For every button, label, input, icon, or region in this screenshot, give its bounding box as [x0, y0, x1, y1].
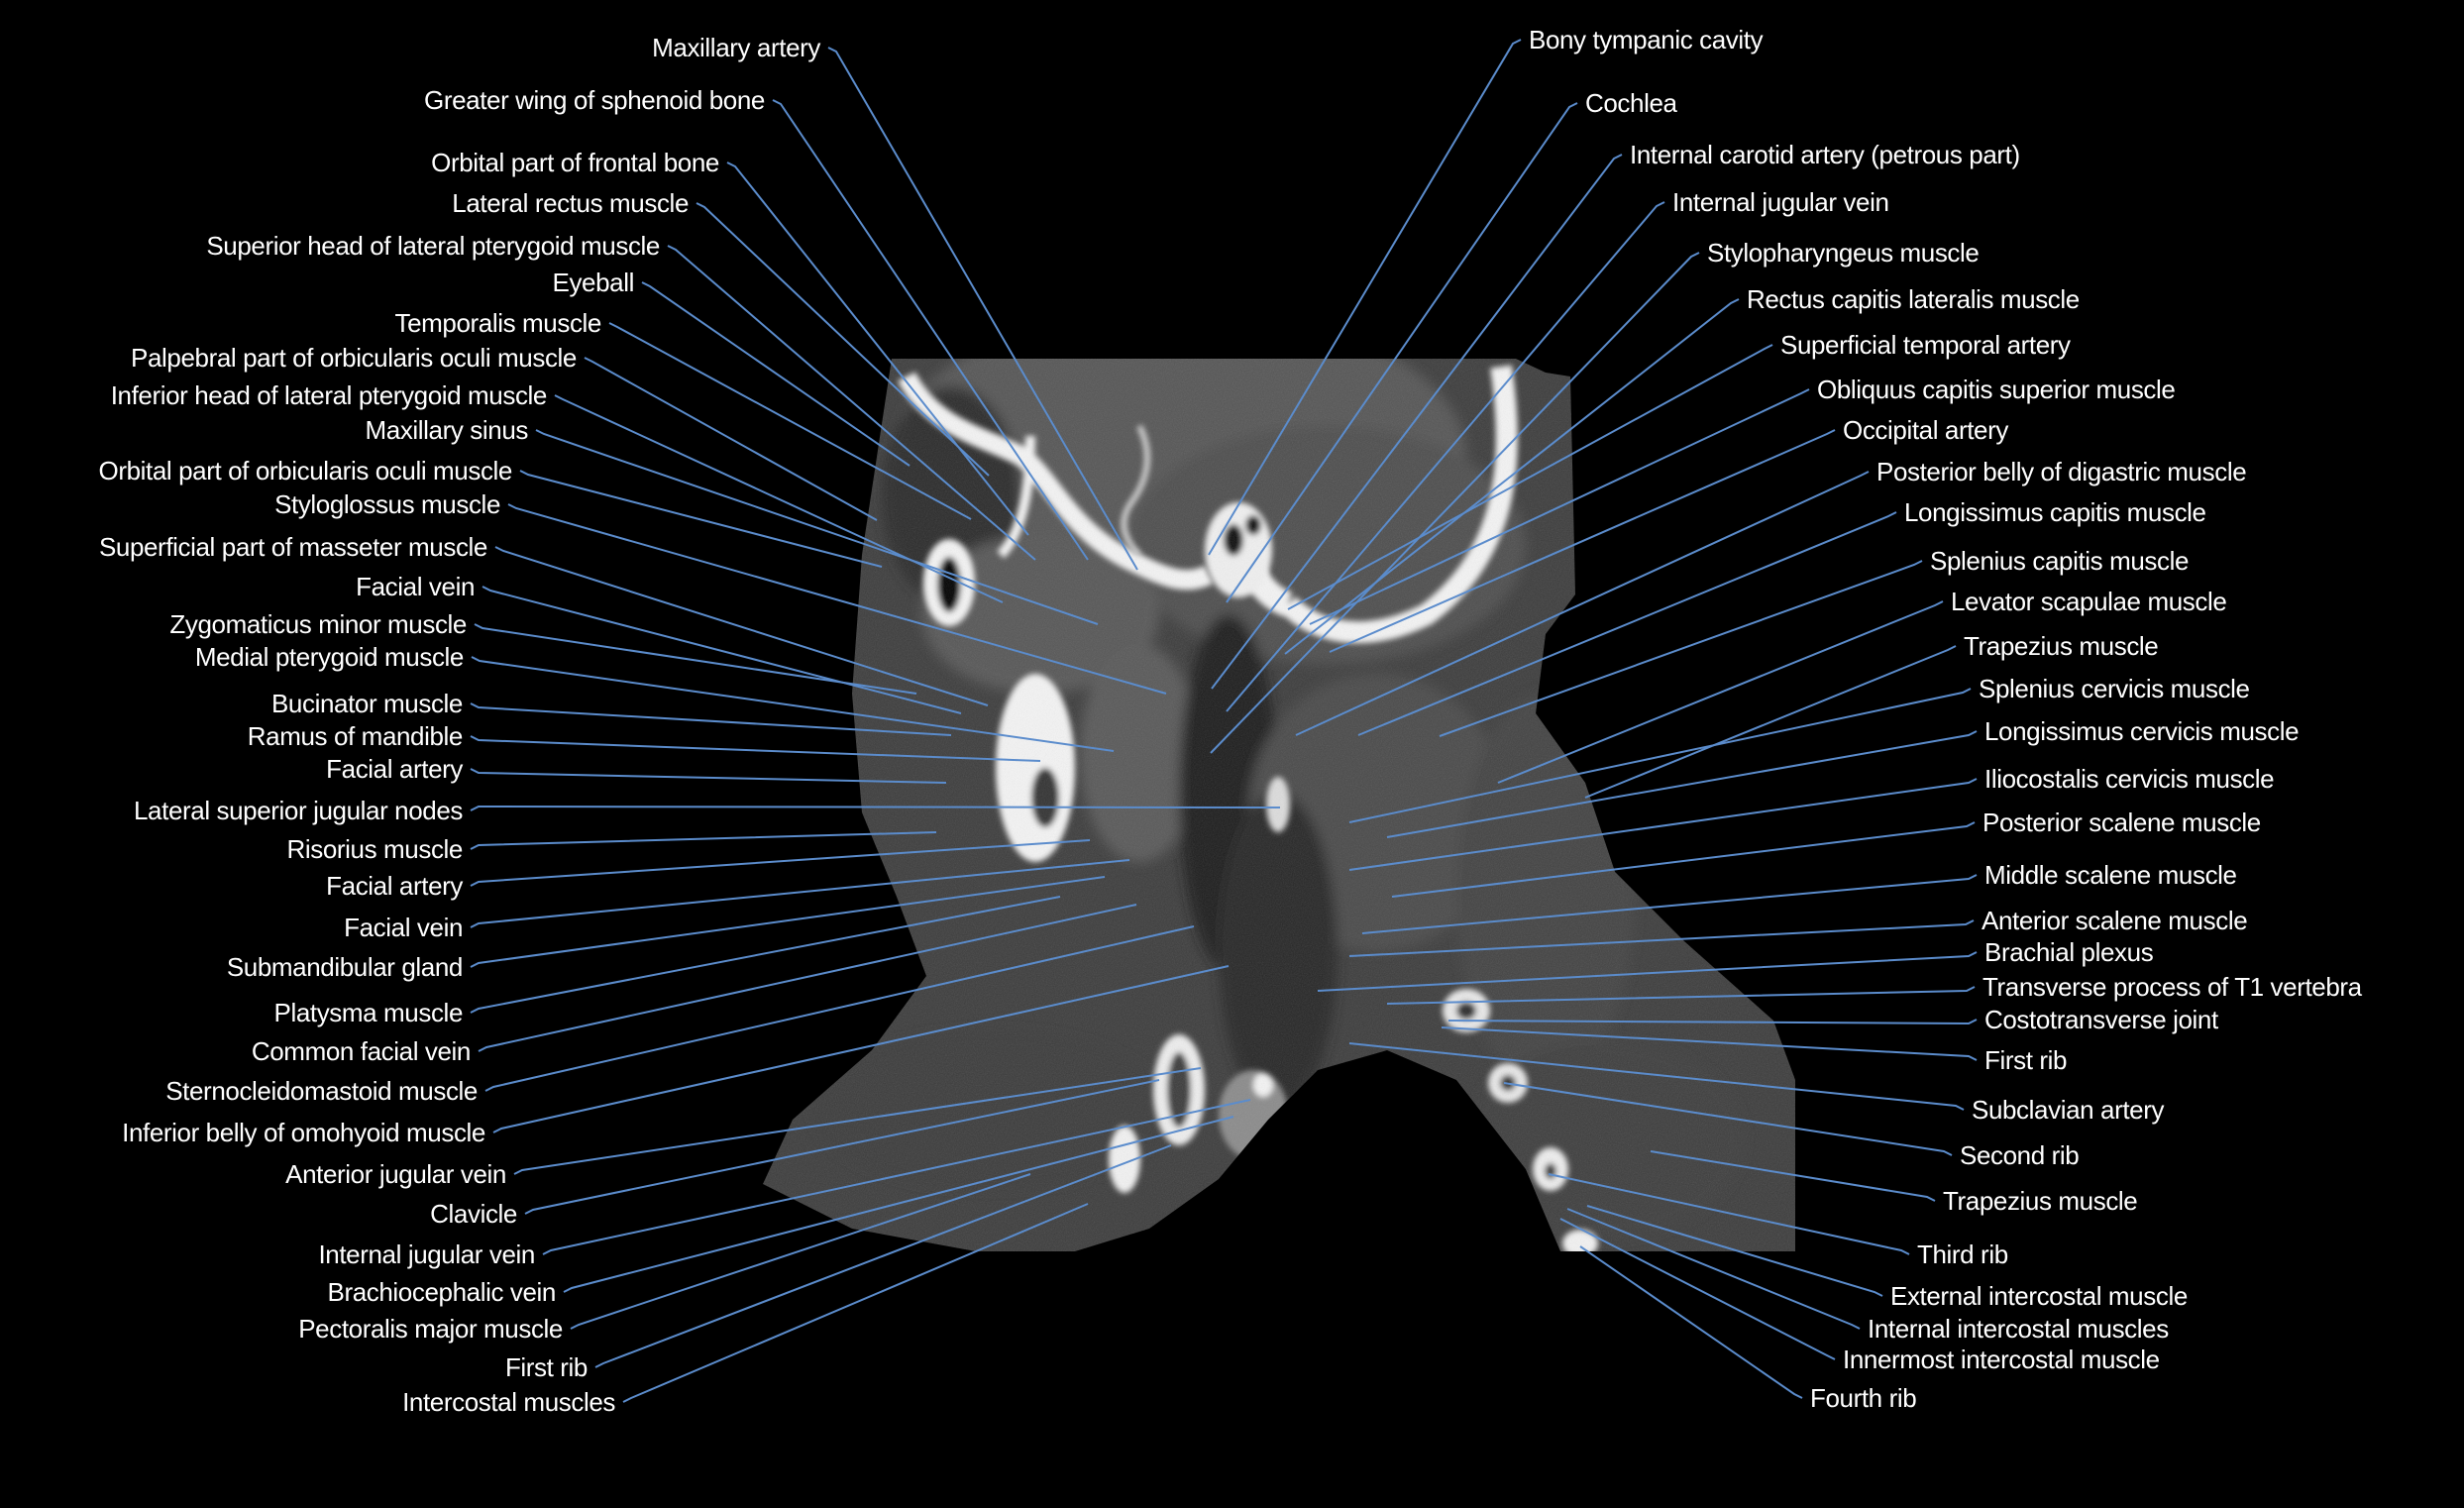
- label-pectoralis-major-muscle[interactable]: Pectoralis major muscle: [298, 1314, 563, 1344]
- label-trapezius-muscle[interactable]: Trapezius muscle: [1964, 631, 2159, 661]
- label-superficial-part-of-masseter-muscle[interactable]: Superficial part of masseter muscle: [98, 532, 487, 562]
- label-anterior-scalene-muscle[interactable]: Anterior scalene muscle: [1982, 906, 2248, 935]
- label-transverse-process-of-t1-vertebra[interactable]: Transverse process of T1 vertebra: [1982, 972, 2362, 1002]
- label-lateral-superior-jugular-nodes[interactable]: Lateral superior jugular nodes: [134, 796, 463, 825]
- label-brachial-plexus[interactable]: Brachial plexus: [1984, 937, 2154, 967]
- label-middle-scalene-muscle[interactable]: Middle scalene muscle: [1984, 860, 2237, 890]
- label-cochlea[interactable]: Cochlea: [1585, 88, 1677, 118]
- label-superior-head-of-lateral-pterygoid-muscle[interactable]: Superior head of lateral pterygoid muscl…: [206, 231, 660, 261]
- label-medial-pterygoid-muscle[interactable]: Medial pterygoid muscle: [194, 642, 465, 672]
- label-brachiocephalic-vein[interactable]: Brachiocephalic vein: [327, 1277, 557, 1307]
- label-sternocleidomastoid-muscle[interactable]: Sternocleidomastoid muscle: [165, 1076, 478, 1106]
- label-facial-vein[interactable]: Facial vein: [356, 572, 475, 601]
- label-internal-jugular-vein[interactable]: Internal jugular vein: [318, 1239, 535, 1269]
- label-maxillary-sinus[interactable]: Maxillary sinus: [365, 415, 529, 445]
- label-styloglossus-muscle[interactable]: Styloglossus muscle: [274, 489, 500, 519]
- label-first-rib[interactable]: First rib: [1984, 1045, 2068, 1075]
- label-lateral-rectus-muscle[interactable]: Lateral rectus muscle: [452, 188, 689, 218]
- label-ramus-of-mandible[interactable]: Ramus of mandible: [247, 721, 464, 751]
- label-risorius-muscle[interactable]: Risorius muscle: [286, 834, 464, 864]
- label-internal-intercostal-muscles[interactable]: Internal intercostal muscles: [1868, 1314, 2169, 1344]
- label-inferior-head-of-lateral-pterygoid-muscle[interactable]: Inferior head of lateral pterygoid muscl…: [110, 380, 548, 410]
- label-external-intercostal-muscle[interactable]: External intercostal muscle: [1890, 1281, 2188, 1311]
- label-occipital-artery[interactable]: Occipital artery: [1843, 415, 2008, 445]
- label-innermost-intercostal-muscle[interactable]: Innermost intercostal muscle: [1843, 1345, 2160, 1374]
- label-longissimus-capitis-muscle[interactable]: Longissimus capitis muscle: [1904, 497, 2206, 527]
- label-bony-tympanic-cavity[interactable]: Bony tympanic cavity: [1529, 25, 1764, 54]
- label-levator-scapulae-muscle[interactable]: Levator scapulae muscle: [1951, 587, 2227, 616]
- label-greater-wing-of-sphenoid-bone[interactable]: Greater wing of sphenoid bone: [424, 85, 765, 115]
- label-subclavian-artery[interactable]: Subclavian artery: [1972, 1095, 2165, 1125]
- label-obliquus-capitis-superior-muscle[interactable]: Obliquus capitis superior muscle: [1817, 375, 2176, 404]
- label-costotransverse-joint[interactable]: Costotransverse joint: [1984, 1005, 2218, 1034]
- label-first-rib[interactable]: First rib: [504, 1352, 588, 1382]
- label-superficial-temporal-artery[interactable]: Superficial temporal artery: [1780, 330, 2071, 360]
- label-stylopharyngeus-muscle[interactable]: Stylopharyngeus muscle: [1707, 238, 1980, 268]
- label-eyeball[interactable]: Eyeball: [552, 268, 635, 297]
- label-posterior-scalene-muscle[interactable]: Posterior scalene muscle: [1982, 808, 2261, 837]
- label-clavicle[interactable]: Clavicle: [430, 1199, 517, 1229]
- label-internal-jugular-vein[interactable]: Internal jugular vein: [1672, 187, 1889, 217]
- label-rectus-capitis-lateralis-muscle[interactable]: Rectus capitis lateralis muscle: [1747, 284, 2080, 314]
- label-iliocostalis-cervicis-muscle[interactable]: Iliocostalis cervicis muscle: [1984, 764, 2275, 794]
- label-zygomaticus-minor-muscle[interactable]: Zygomaticus minor muscle: [169, 609, 467, 639]
- label-internal-carotid-artery-petrous-part[interactable]: Internal carotid artery (petrous part): [1630, 140, 2020, 169]
- label-platysma-muscle[interactable]: Platysma muscle: [273, 998, 464, 1027]
- label-submandibular-gland[interactable]: Submandibular gland: [226, 952, 464, 982]
- label-second-rib[interactable]: Second rib: [1960, 1140, 2080, 1170]
- label-trapezius-muscle[interactable]: Trapezius muscle: [1943, 1186, 2138, 1216]
- label-palpebral-part-of-orbicularis-oculi-muscle[interactable]: Palpebral part of orbicularis oculi musc…: [131, 343, 577, 373]
- label-splenius-cervicis-muscle[interactable]: Splenius cervicis muscle: [1979, 674, 2250, 703]
- label-third-rib[interactable]: Third rib: [1917, 1239, 2008, 1269]
- label-facial-artery[interactable]: Facial artery: [326, 871, 463, 901]
- label-anterior-jugular-vein[interactable]: Anterior jugular vein: [285, 1159, 506, 1189]
- ct-scan-region: [763, 359, 1795, 1251]
- label-facial-vein[interactable]: Facial vein: [344, 913, 463, 942]
- label-bucinator-muscle[interactable]: Bucinator muscle: [270, 689, 463, 718]
- label-temporalis-muscle[interactable]: Temporalis muscle: [394, 308, 602, 338]
- label-splenius-capitis-muscle[interactable]: Splenius capitis muscle: [1930, 546, 2190, 576]
- label-inferior-belly-of-omohyoid-muscle[interactable]: Inferior belly of omohyoid muscle: [122, 1118, 485, 1147]
- label-orbital-part-of-orbicularis-oculi-muscle[interactable]: Orbital part of orbicularis oculi muscle: [98, 456, 513, 485]
- label-intercostal-muscles[interactable]: Intercostal muscles: [402, 1387, 615, 1417]
- label-maxillary-artery[interactable]: Maxillary artery: [652, 33, 820, 62]
- label-posterior-belly-of-digastric-muscle[interactable]: Posterior belly of digastric muscle: [1876, 457, 2247, 486]
- label-common-facial-vein[interactable]: Common facial vein: [251, 1036, 472, 1066]
- label-orbital-part-of-frontal-bone[interactable]: Orbital part of frontal bone: [431, 148, 719, 177]
- label-longissimus-cervicis-muscle[interactable]: Longissimus cervicis muscle: [1984, 716, 2300, 746]
- label-fourth-rib[interactable]: Fourth rib: [1810, 1383, 1917, 1413]
- label-facial-artery[interactable]: Facial artery: [326, 754, 463, 784]
